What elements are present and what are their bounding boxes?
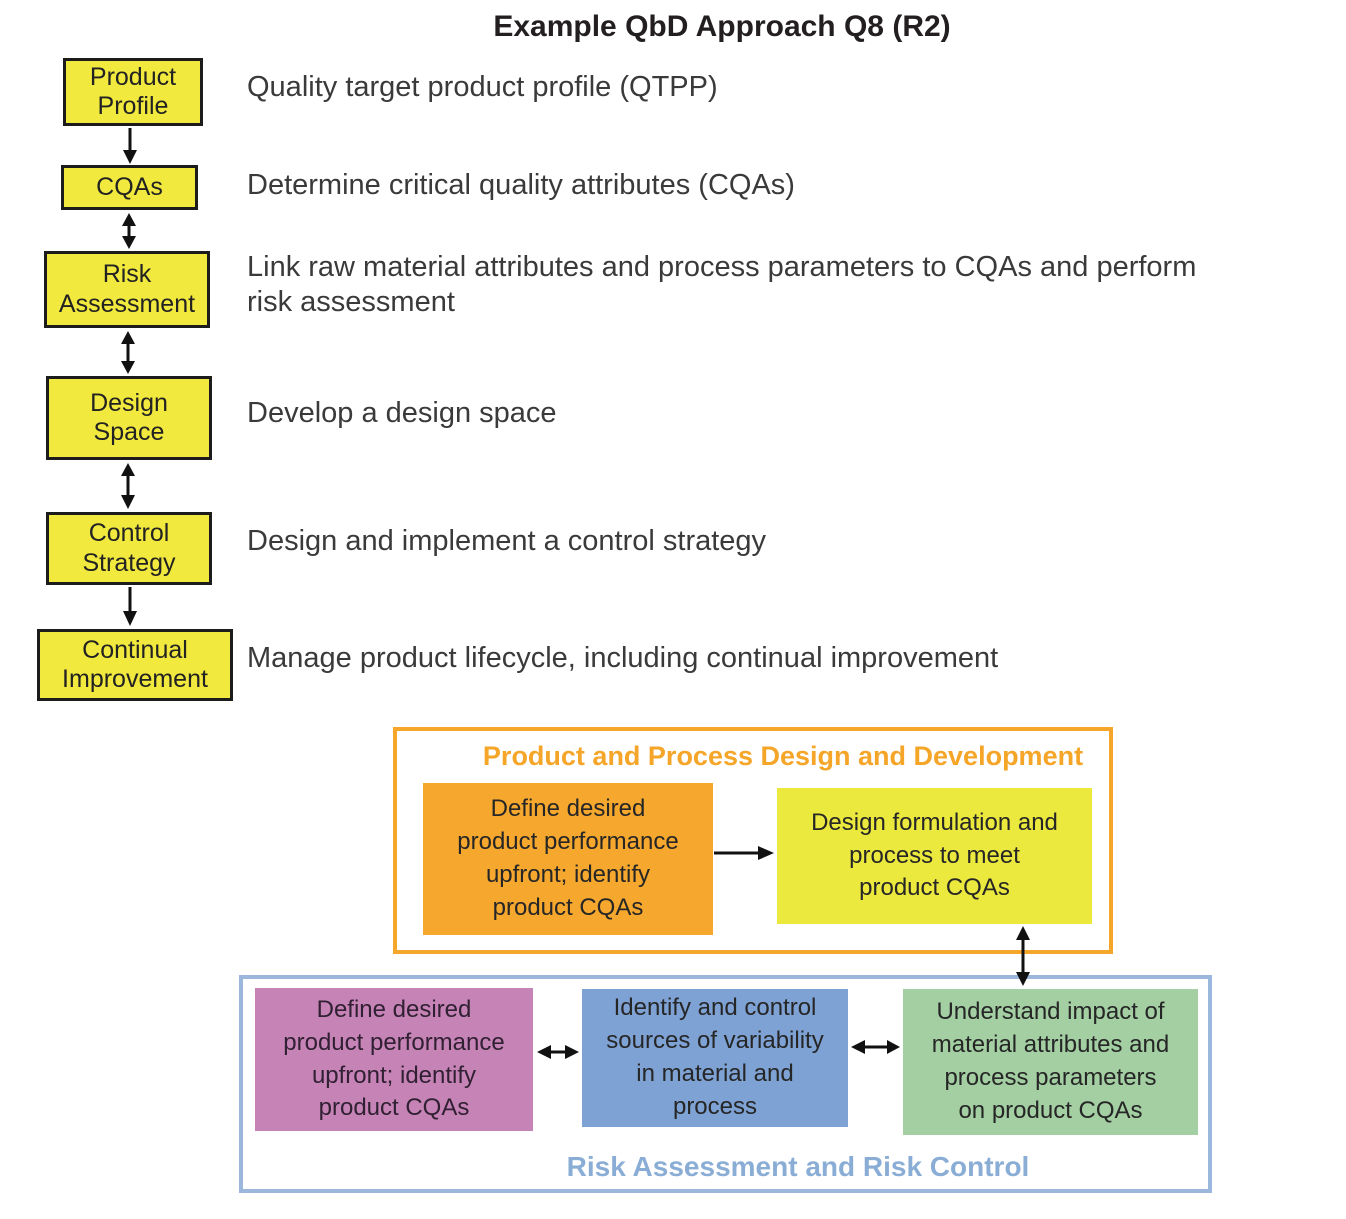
flow-box-risk-assessment: Risk Assessment xyxy=(44,251,210,328)
design-development-panel xyxy=(393,727,1113,954)
arrow-down-control-to-continual xyxy=(123,587,137,626)
description-control-strategy: Design and implement a control strategy xyxy=(247,525,767,557)
description-risk-assessment: Link raw material attributes and process… xyxy=(247,251,1197,319)
arrow-bidirectional-risk-designspace xyxy=(121,331,135,374)
define-performance-box-design: Define desired product performance upfro… xyxy=(423,783,713,935)
arrow-bidirectional-designspace-control xyxy=(121,463,135,509)
risk-control-title: Risk Assessment and Risk Control xyxy=(566,1151,1030,1182)
identify-variability-box: Identify and control sources of variabil… xyxy=(582,989,848,1127)
description-design-space: Develop a design space xyxy=(247,397,557,429)
page-title: Example QbD Approach Q8 (R2) xyxy=(493,10,951,43)
define-performance-box-risk: Define desired product performance upfro… xyxy=(255,988,533,1131)
understand-impact-box: Understand impact of material attributes… xyxy=(903,989,1198,1135)
flow-box-control-strategy: Control Strategy xyxy=(46,512,212,585)
arrow-bidirectional-cqas-risk xyxy=(122,213,136,249)
flow-box-continual-improvement: Continual Improvement xyxy=(37,629,233,701)
flow-box-design-space: Design Space xyxy=(46,376,212,460)
risk-control-panel xyxy=(239,975,1212,1193)
description-continual-improvement: Manage product lifecycle, including cont… xyxy=(247,642,999,674)
description-cqas: Determine critical quality attributes (C… xyxy=(247,169,795,201)
flow-box-product-profile: Product Profile xyxy=(63,58,203,126)
design-formulation-box: Design formulation and process to meet p… xyxy=(777,788,1092,924)
arrow-down-profile-to-cqas xyxy=(123,128,137,164)
description-qtpp: Quality target product profile (QTPP) xyxy=(247,71,718,103)
flow-box-cqas: CQAs xyxy=(61,165,198,210)
design-development-title: Product and Process Design and Developme… xyxy=(482,741,1084,771)
